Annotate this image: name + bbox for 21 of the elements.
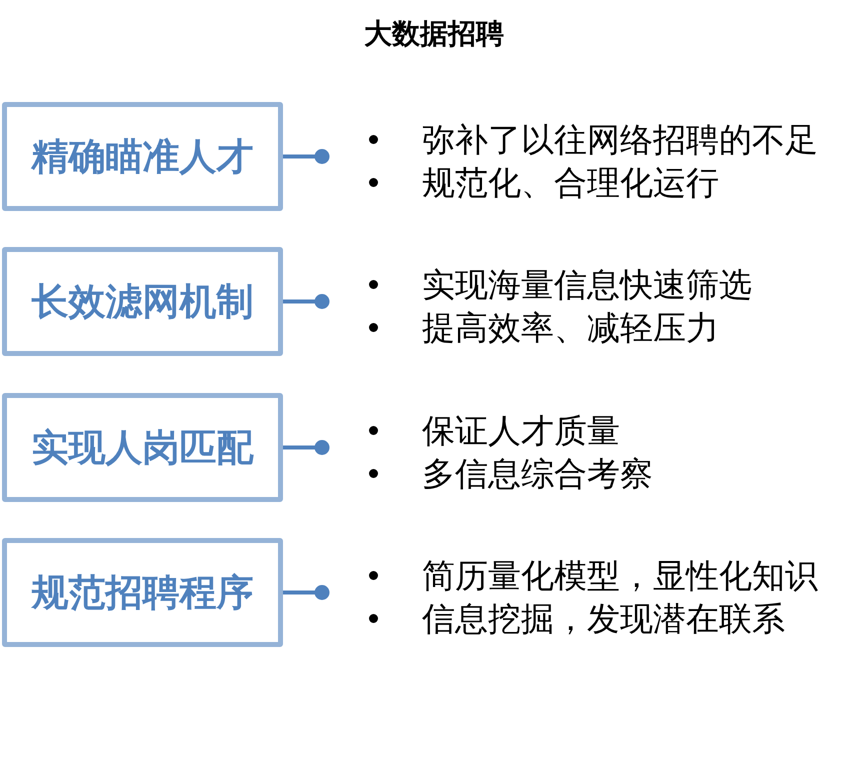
bullet-text: 弥补了以往网络招聘的不足 bbox=[422, 119, 818, 161]
connector-line bbox=[283, 149, 330, 164]
bullet-text: 信息挖掘，发现潜在联系 bbox=[422, 598, 785, 640]
connector-line bbox=[283, 440, 330, 455]
process-box bbox=[2, 538, 283, 647]
process-box bbox=[2, 393, 283, 502]
bullet-text: 实现海量信息快速筛选 bbox=[422, 264, 752, 306]
box-label: 实现人岗匹配 bbox=[32, 426, 254, 470]
diagram-title: 大数据招聘 bbox=[364, 16, 504, 52]
box-label: 规范招聘程序 bbox=[32, 570, 254, 614]
bullet-text: 多信息综合考察 bbox=[422, 453, 653, 495]
process-box bbox=[2, 247, 283, 356]
connector-line bbox=[283, 294, 330, 309]
bullet-text: 提高效率、减轻压力 bbox=[422, 307, 719, 349]
bullet-text: 简历量化模型，显性化知识 bbox=[422, 555, 818, 597]
process-box bbox=[2, 102, 283, 211]
box-label: 长效滤网机制 bbox=[32, 280, 254, 324]
box-label: 精确瞄准人才 bbox=[32, 134, 254, 178]
bullet-text: 保证人才质量 bbox=[422, 410, 620, 452]
connector-line bbox=[283, 585, 330, 600]
bullet-text: 规范化、合理化运行 bbox=[422, 162, 719, 204]
